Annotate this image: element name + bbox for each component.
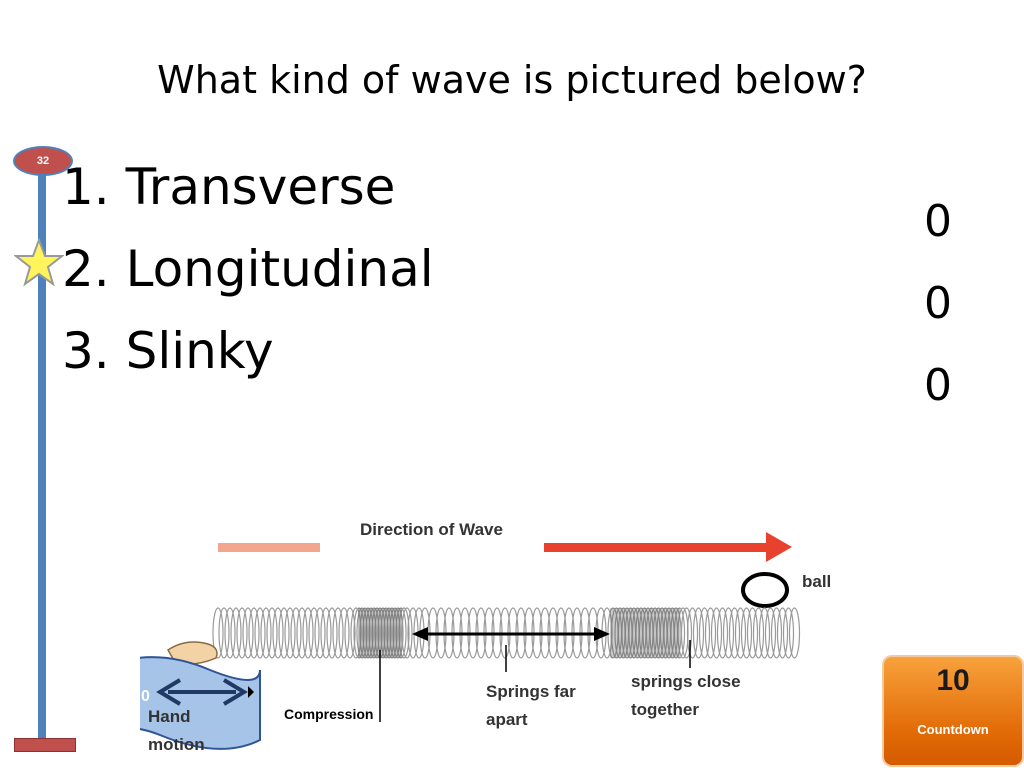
response-count-3: 0	[924, 360, 952, 411]
hand-motion-label: Hand motion	[148, 707, 205, 754]
compression-label: Compression	[284, 706, 374, 722]
countdown-value: 10	[936, 664, 970, 697]
timer-pole	[38, 170, 46, 742]
answer-option-2[interactable]: 2. Longitudinal	[62, 240, 434, 298]
answer-option-3[interactable]: 3. Slinky	[62, 322, 274, 380]
close-together-region	[610, 608, 680, 658]
hand-motion-value: 0	[141, 688, 150, 705]
timer-badge: 32	[13, 146, 73, 176]
star-icon	[14, 238, 64, 287]
answer-option-1[interactable]: 1. Transverse	[62, 158, 396, 216]
slinky-wave-diagram	[140, 532, 801, 750]
hand-motion-banner	[140, 656, 261, 750]
springs-far-apart-label: Springs far apart	[486, 682, 576, 729]
direction-of-wave-label: Direction of Wave	[360, 520, 503, 539]
direction-arrow-head	[766, 532, 792, 562]
response-count-1: 0	[924, 196, 952, 247]
countdown-label: Countdown	[917, 722, 989, 737]
question-title: What kind of wave is pictured below?	[157, 58, 867, 102]
direction-arrow-shaft	[544, 543, 770, 552]
compression-region	[358, 608, 402, 658]
countdown-box[interactable]	[882, 655, 1024, 767]
direction-arrow-tail	[218, 543, 320, 552]
response-count-2: 0	[924, 278, 952, 329]
springs-close-together-label: springs close together	[631, 672, 741, 719]
ball-icon	[741, 572, 789, 608]
timer-pole-base	[14, 738, 76, 752]
ball-label: ball	[802, 572, 832, 591]
hand-motion-arrow	[156, 678, 248, 706]
